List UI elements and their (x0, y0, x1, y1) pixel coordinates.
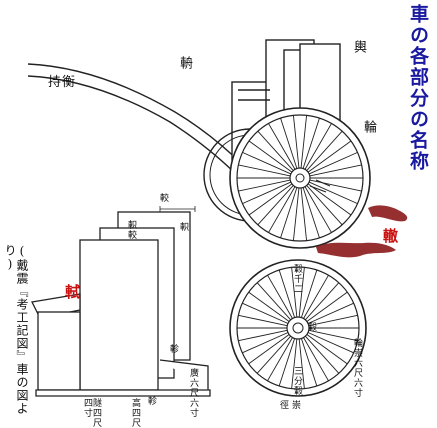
wheel-spoke (280, 117, 298, 169)
wheel-spoke (307, 140, 352, 173)
wheel-spoke (278, 338, 296, 387)
label-chi-heng: 持衡 (48, 75, 77, 90)
wheel-spoke (292, 115, 300, 169)
pole-shaft (27, 63, 247, 169)
dimension-line (159, 206, 196, 212)
label-zhi: 軹 (178, 222, 188, 232)
front-wheel (229, 107, 371, 249)
diagram-title: 車の各部分の名称 (407, 4, 429, 172)
wheel-spoke (308, 181, 358, 205)
wheel-spoke (248, 291, 290, 322)
wheel-front-view (229, 259, 367, 397)
wheel-spoke (248, 140, 293, 173)
label-wheel-center: 轂 (306, 322, 316, 332)
wheel-spoke (257, 185, 294, 226)
wheel-spoke (268, 186, 296, 233)
wheel-spoke (308, 314, 358, 327)
label-wheel-top: 轂千二 (292, 264, 302, 294)
label-bottom-a: 隧四尺四寸 (82, 398, 101, 428)
wheel-spoke (308, 329, 358, 342)
source-caption: (戴震『考工記図』車の図より) (3, 244, 29, 415)
wheel-spoke (242, 302, 289, 324)
wheel-spoke (302, 187, 320, 239)
wheel-spoke (306, 291, 348, 322)
label-bottom-b: 軫 (146, 396, 156, 406)
label-jiao: 較 (160, 194, 171, 204)
wheel-spoke (306, 334, 348, 365)
wheel-spoke (309, 179, 362, 192)
label-lun: 輪 (361, 120, 376, 134)
wheel-spoke (238, 329, 288, 342)
label-zhou: 輈 (177, 56, 192, 70)
wheel-spoke (248, 334, 290, 365)
wheel-spoke (242, 332, 289, 354)
label-zhe: 轍 (381, 228, 399, 244)
wheel-spoke (308, 151, 358, 175)
wheel-spoke (242, 151, 292, 175)
label-width: 廣六尺六寸 (188, 368, 198, 418)
wheel-spoke (309, 164, 362, 177)
wheel-spoke (298, 338, 305, 389)
rut-mark-lower (316, 242, 396, 258)
wheel-spoke (307, 183, 352, 216)
wheel-spoke (267, 337, 293, 382)
label-wheel-base: 徑崇 (280, 401, 305, 411)
wheel-spoke (307, 332, 354, 354)
wheel-spoke (300, 269, 318, 318)
wheel-spoke (291, 267, 298, 318)
wheel-spoke (304, 123, 332, 170)
wheel-spoke (248, 183, 293, 216)
box-front-view (31, 211, 211, 397)
wheel-spoke (242, 181, 292, 205)
label-height: 高四尺 (130, 398, 140, 428)
wheel-spoke (238, 179, 291, 192)
wheel-spoke (305, 335, 340, 374)
label-wheel-right: 輪崇六尺六寸 (352, 338, 362, 398)
wheel-spoke (306, 130, 343, 171)
wheel-spoke (256, 335, 291, 374)
wheel-spoke (280, 187, 298, 239)
label-zhen: 軫 (168, 344, 178, 354)
wheel-spoke (238, 164, 291, 177)
label-shi: 軾 (63, 284, 81, 300)
label-zhi-jiao: 軹較 (126, 220, 136, 240)
wheel-spoke (291, 338, 298, 389)
wheel-spoke (238, 314, 288, 327)
wheel-spoke (306, 185, 343, 226)
wheel-spoke (307, 302, 354, 324)
wheel-spoke (300, 115, 308, 169)
wheel-spoke (302, 117, 320, 169)
wheel-spoke (298, 267, 305, 318)
wheel-spoke (300, 187, 308, 241)
label-wheel-bottom: 三分轂 (292, 366, 302, 396)
label-yu: 輿 (351, 40, 366, 54)
wheel-spoke (292, 187, 300, 241)
wheel-spoke (267, 274, 293, 319)
wheel-spoke (300, 338, 318, 387)
wheel-spoke (256, 282, 291, 321)
wheel-spoke (303, 274, 329, 319)
rut-mark-upper (368, 205, 408, 222)
wheel-spoke (278, 269, 296, 318)
wheel-spoke (305, 282, 340, 321)
wheel-spoke (304, 186, 332, 233)
wheel-spoke (303, 337, 329, 382)
wheel-spoke (268, 123, 296, 170)
wheel-spoke (257, 130, 294, 171)
